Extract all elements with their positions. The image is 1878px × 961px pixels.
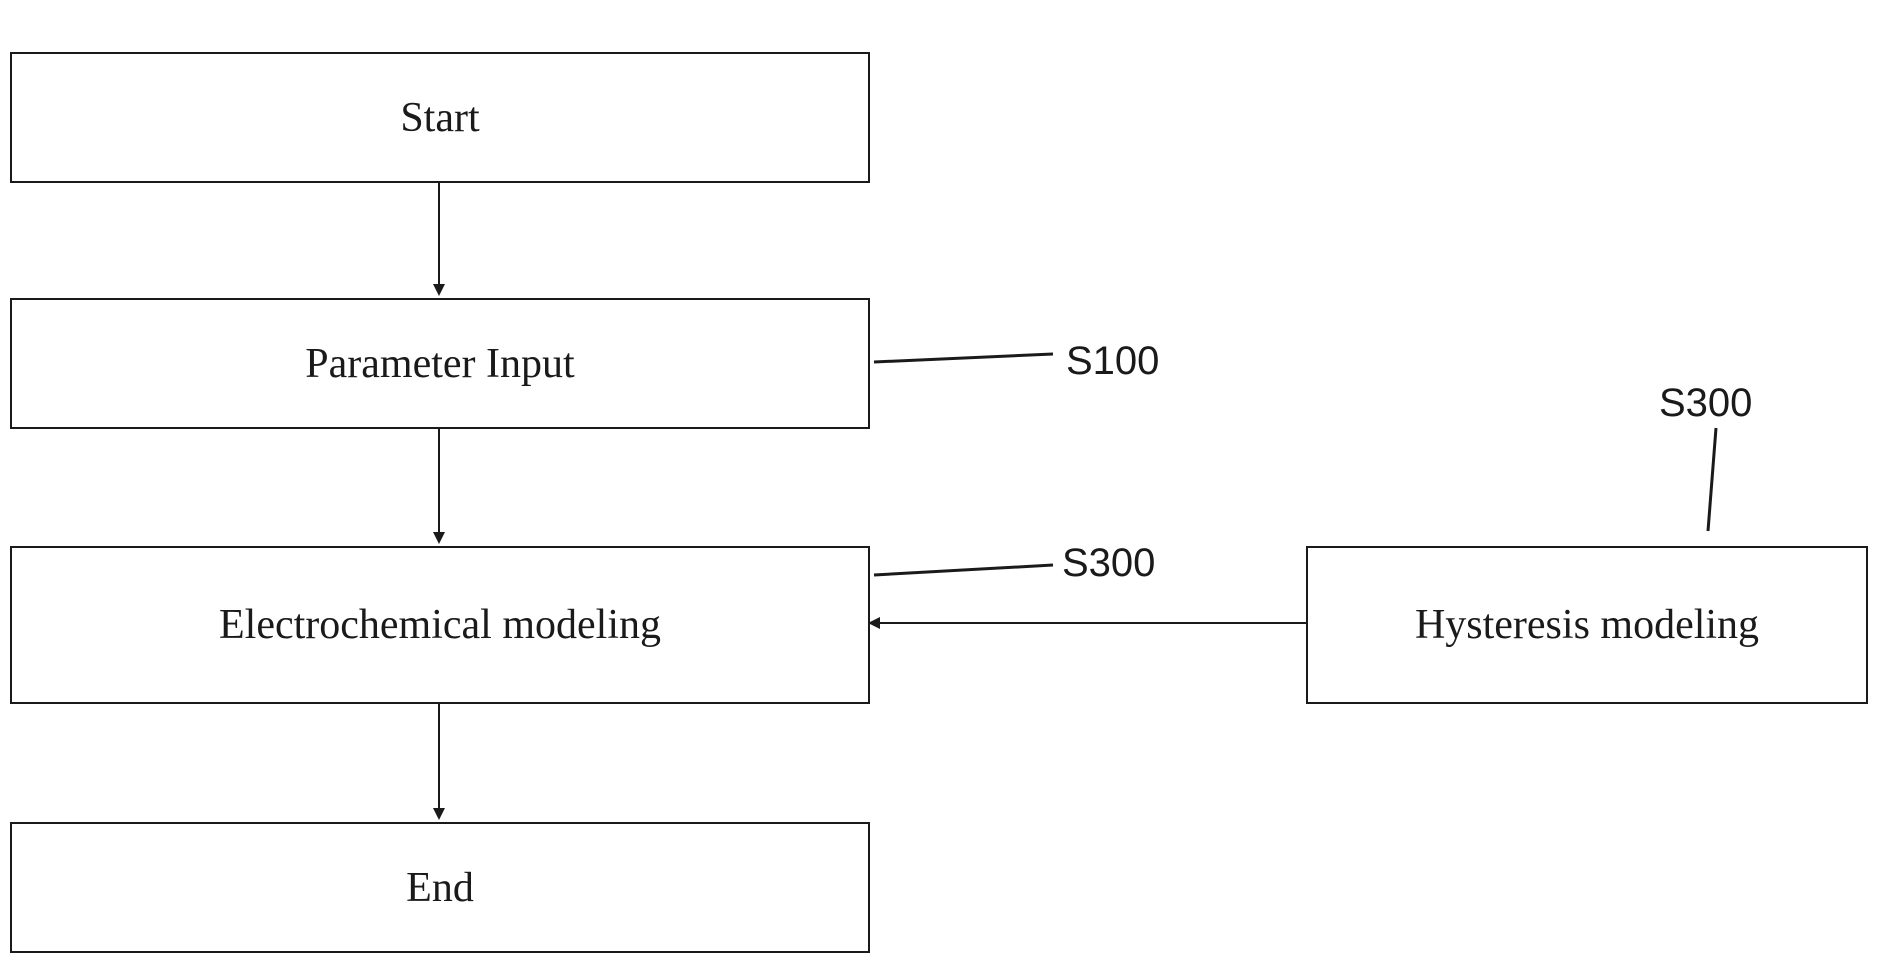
hysteresis-modeling-label: Hysteresis modeling xyxy=(1415,601,1759,649)
electrochemical-modeling-label: Electrochemical modeling xyxy=(219,601,661,649)
electrochemical-modeling-box: Electrochemical modeling xyxy=(10,546,870,704)
leader-line-s300-electrochemical xyxy=(874,565,1053,575)
parameter-input-label: Parameter Input xyxy=(305,340,574,388)
ref-label-s100: S100 xyxy=(1066,341,1159,381)
start-label: Start xyxy=(400,94,479,142)
leader-line-s300-hysteresis xyxy=(1708,428,1716,531)
end-box: End xyxy=(10,822,870,953)
start-box: Start xyxy=(10,52,870,183)
end-label: End xyxy=(406,864,474,912)
ref-label-s300-electrochemical: S300 xyxy=(1062,543,1155,583)
parameter-input-box: Parameter Input xyxy=(10,298,870,429)
ref-label-s300-hysteresis: S300 xyxy=(1659,383,1752,423)
leader-line-s100 xyxy=(874,354,1053,362)
hysteresis-modeling-box: Hysteresis modeling xyxy=(1306,546,1868,704)
